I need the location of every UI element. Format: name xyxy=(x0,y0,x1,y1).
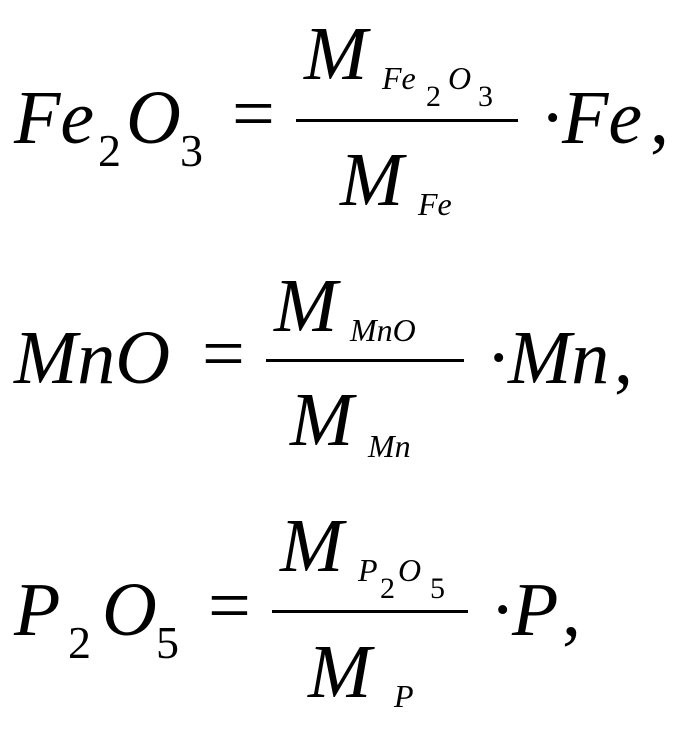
numerator-sub-mno: MnO xyxy=(350,312,416,348)
lhs-o: O xyxy=(102,568,157,652)
multiplication-dot: · xyxy=(540,76,566,160)
denominator-m: M xyxy=(308,630,372,714)
trailing-comma: , xyxy=(614,316,633,400)
numerator-sub-2: 2 xyxy=(426,80,441,113)
lhs-sub-2: 2 xyxy=(68,617,91,668)
multiplication-dot: · xyxy=(486,316,512,400)
numerator-sub-fe: Fe xyxy=(382,60,416,96)
numerator-m: M xyxy=(304,12,368,96)
lhs-sub-5: 5 xyxy=(156,617,179,668)
denominator-sub-mn: Mn xyxy=(368,428,411,464)
lhs-p: P xyxy=(14,568,61,652)
lhs-sub-3: 3 xyxy=(180,125,203,176)
equals-sign: = xyxy=(202,312,245,396)
lhs-sub-2: 2 xyxy=(98,125,121,176)
denominator-sub-p: P xyxy=(394,678,414,714)
trailing-comma: , xyxy=(650,76,669,160)
lhs-mno: MnO xyxy=(14,316,171,400)
numerator-sub-3: 3 xyxy=(478,80,493,113)
lhs-o: O xyxy=(126,76,181,160)
equals-sign: = xyxy=(232,72,275,156)
factor-p: P xyxy=(512,568,559,652)
equation-mno: MnO = M MnO M Mn · Mn , xyxy=(0,240,680,480)
numerator-sub-p: P xyxy=(358,552,378,588)
numerator-m: M xyxy=(280,504,344,588)
fraction-bar xyxy=(296,119,518,122)
numerator-sub-5: 5 xyxy=(430,572,445,605)
multiplication-dot: · xyxy=(490,568,516,652)
factor-mn: Mn xyxy=(508,316,610,400)
equation-p2o5: P 2 O 5 = M P 2 O 5 M P · P , xyxy=(0,480,680,735)
numerator-sub-o: O xyxy=(448,60,472,96)
denominator-m: M xyxy=(290,378,354,462)
trailing-comma: , xyxy=(562,568,581,652)
fraction-bar xyxy=(272,610,468,613)
denominator-m: M xyxy=(340,138,404,222)
factor-fe: Fe xyxy=(562,76,643,160)
equation-fe2o3: Fe 2 O 3 = M Fe 2 O 3 M Fe · Fe , xyxy=(0,0,680,240)
fraction-bar xyxy=(266,359,464,362)
denominator-sub-fe: Fe xyxy=(418,186,452,222)
lhs-fe: Fe xyxy=(14,76,95,160)
numerator-sub-2: 2 xyxy=(380,572,395,605)
equals-sign: = xyxy=(208,564,251,648)
numerator-m: M xyxy=(274,264,338,348)
numerator-sub-o: O xyxy=(398,552,422,588)
